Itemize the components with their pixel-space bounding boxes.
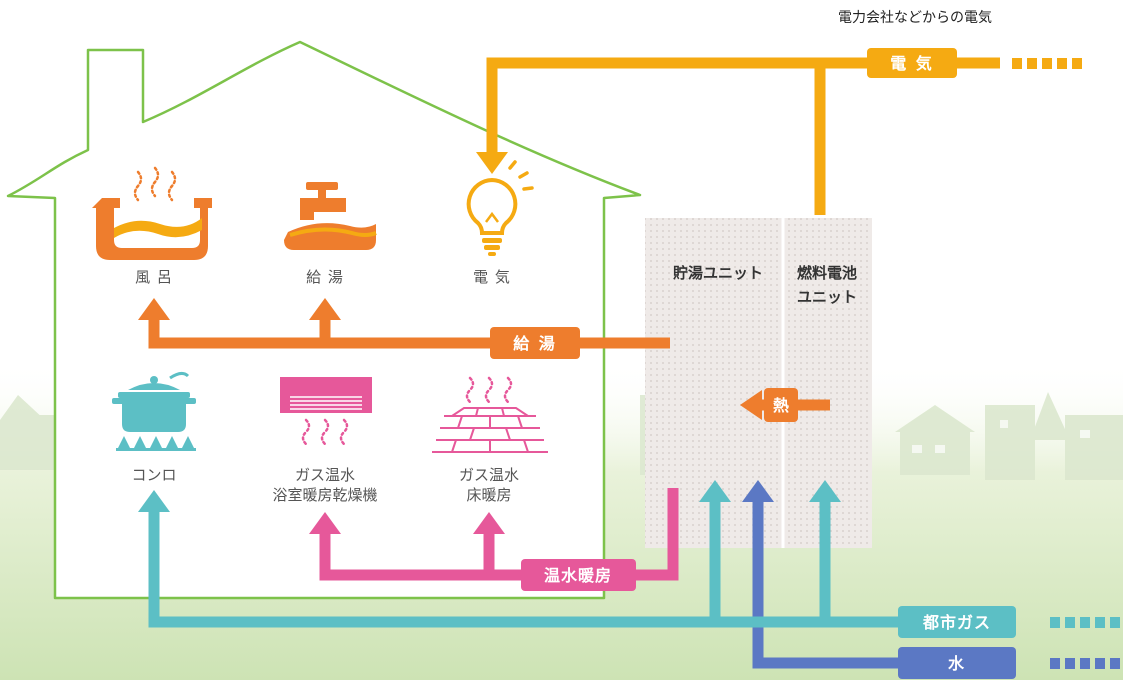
city-gas-tag: 都市ガス <box>898 606 1016 638</box>
fuel-cell-unit-label-line1: 燃料電池 <box>797 264 857 282</box>
city-gas-dashes <box>1050 617 1120 628</box>
light-bulb-icon <box>458 160 534 256</box>
water-tag: 水 <box>898 647 1016 679</box>
city-gas-tag-label: 都市ガス <box>922 613 991 632</box>
town-silhouette-right <box>640 392 1123 480</box>
electricity-dashes <box>1012 58 1082 69</box>
electricity-tag-label: 電 気 <box>890 54 934 73</box>
faucet-icon <box>284 182 377 250</box>
hydronic-heating-tag: 温水暖房 <box>521 559 636 591</box>
bath-dryer-label-line2: 浴室暖房乾燥機 <box>272 486 377 504</box>
storage-unit-label: 貯湯ユニット <box>673 264 763 282</box>
electricity-line <box>486 57 1000 215</box>
power-source-label: 電力会社などからの電気 <box>838 10 992 26</box>
bath-label: 風 呂 <box>135 268 173 286</box>
town-silhouette-left <box>0 395 70 470</box>
electricity-arrowhead <box>476 152 508 174</box>
heat-arrowhead <box>740 390 762 420</box>
hot-water-arrowhead-bath <box>138 298 170 320</box>
water-dashes <box>1050 658 1120 669</box>
floor-heating-label-line1: ガス温水 <box>459 466 519 484</box>
fuel-cell-unit-label-line2: ユニット <box>797 288 857 306</box>
heat-tag-label: 熱 <box>773 396 789 415</box>
hot-water-supply-label: 給 湯 <box>306 268 344 286</box>
cooking-pot-icon <box>112 371 196 451</box>
city-gas-arrowhead-storage <box>699 480 731 502</box>
hydronic-heating-line <box>319 488 679 581</box>
electricity-label: 電 気 <box>473 268 511 286</box>
hot-water-tag: 給 湯 <box>490 327 580 359</box>
bath-dryer-icon <box>280 377 372 446</box>
hot-water-tag-label: 給 湯 <box>513 334 557 353</box>
floor-heating-icon <box>432 376 548 453</box>
bath-dryer-label-line1: ガス温水 <box>295 466 355 484</box>
heat-tag: 熱 <box>764 388 798 422</box>
hydronic-arrowhead-floor <box>473 512 505 534</box>
city-gas-arrowhead-stove <box>138 490 170 512</box>
hydronic-arrowhead-dryer <box>309 512 341 534</box>
city-gas-line <box>148 500 1000 628</box>
city-gas-arrowhead-fuelcell <box>809 480 841 502</box>
bathtub-icon <box>92 166 212 260</box>
water-arrowhead <box>742 480 774 502</box>
water-tag-label: 水 <box>948 654 966 673</box>
hydronic-heating-tag-label: 温水暖房 <box>543 566 612 585</box>
floor-heating-label-line2: 床暖房 <box>466 486 511 504</box>
stove-label: コンロ <box>131 466 176 484</box>
electricity-tag: 電 気 <box>867 48 957 78</box>
hot-water-arrowhead-tap <box>309 298 341 320</box>
